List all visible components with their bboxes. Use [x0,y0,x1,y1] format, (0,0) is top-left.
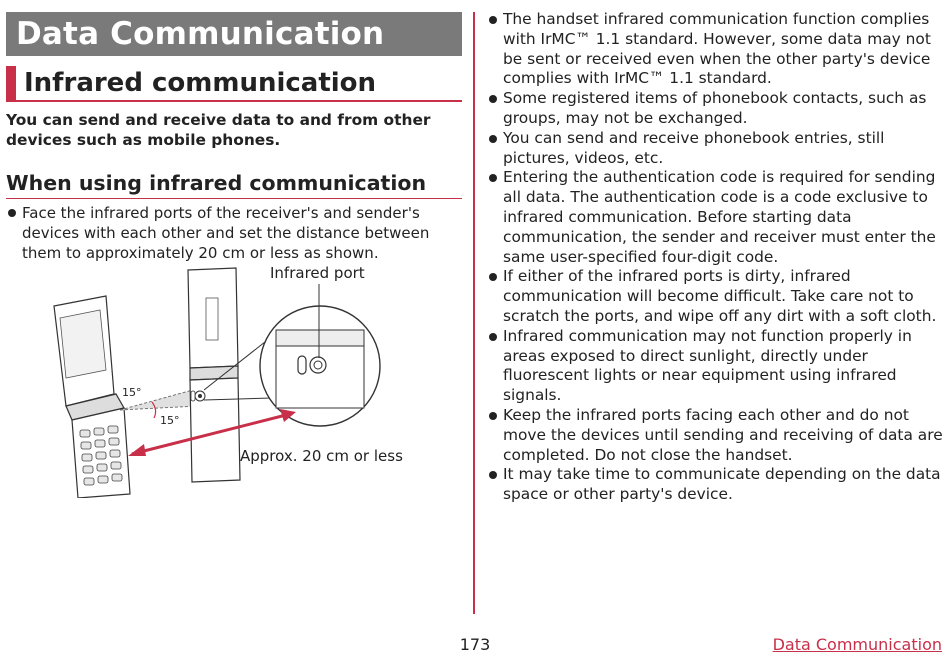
phone-a-illustration [53,295,131,498]
list-item: You can send and receive phonebook entri… [487,129,945,169]
label-distance: Approx. 20 cm or less [240,447,403,465]
list-item: Keep the infrared ports facing each othe… [487,406,945,465]
list-item: Face the infrared ports of the receiver'… [6,203,462,263]
right-column: The handset infrared communication funct… [487,10,945,505]
left-bullet-list: Face the infrared ports of the receiver'… [6,203,462,263]
section-title: Infrared communication [24,68,377,98]
chapter-link[interactable]: Data Communication [772,635,942,654]
list-item: Entering the authentication code is requ… [487,168,945,267]
list-item: Some registered items of phonebook conta… [487,89,945,129]
left-column: Data Communication Infrared communicatio… [6,12,462,263]
list-item: Infrared communication may not function … [487,327,945,406]
column-divider [473,12,475,614]
list-item: It may take time to communicate dependin… [487,465,945,505]
section-accent-bar [6,66,16,100]
distance-arrow [128,409,296,456]
label-angle-2: 15° [160,414,180,427]
infrared-figure: Infrared port 15° 15° Approx. 20 cm or l… [53,264,403,498]
list-item: The handset infrared communication funct… [487,10,945,89]
right-bullet-list: The handset infrared communication funct… [487,10,945,505]
infrared-port-callout [203,284,381,427]
section-heading: Infrared communication [6,66,462,102]
list-item: If either of the infrared ports is dirty… [487,267,945,326]
label-infrared-port: Infrared port [270,264,365,282]
chapter-title: Data Communication [6,12,462,56]
page-number: 173 [459,635,491,654]
label-angle-1: 15° [122,386,142,399]
intro-text: You can send and receive data to and fro… [6,111,431,149]
subsection-title: When using infrared communication [6,170,462,199]
infrared-beam [119,387,201,419]
phone-b-illustration [187,267,241,483]
